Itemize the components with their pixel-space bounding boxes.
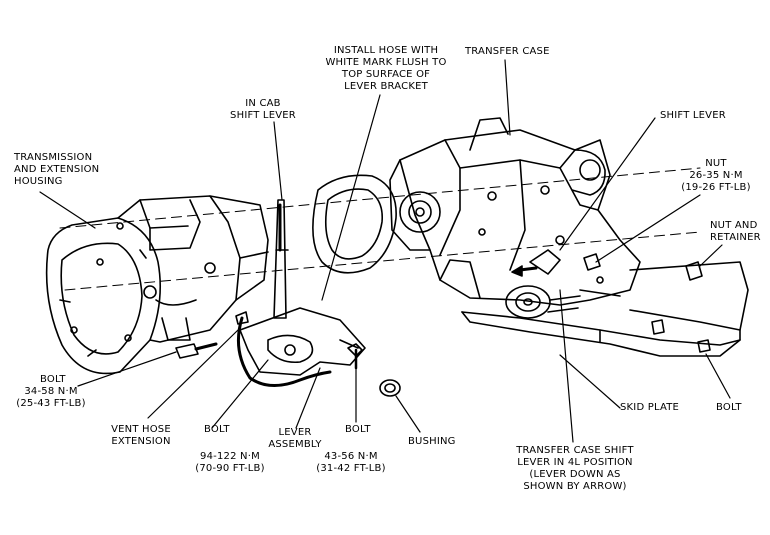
bolt-right-art bbox=[347, 343, 363, 370]
bolt-left-art bbox=[175, 342, 218, 359]
front-output-yoke bbox=[505, 285, 581, 319]
centerline bbox=[59, 167, 701, 291]
label-transmission-housing: TRANSMISSION AND EXTENSION HOUSING bbox=[14, 152, 100, 187]
label-vent-hose-extension: VENT HOSE EXTENSION bbox=[111, 424, 171, 447]
label-lever-assembly: LEVER ASSEMBLY bbox=[268, 427, 322, 450]
transfer-case-lever bbox=[511, 249, 561, 277]
leader-lines bbox=[39, 59, 731, 443]
label-bolt-right: BOLT bbox=[345, 424, 371, 435]
adapter-gasket bbox=[312, 174, 397, 274]
in-cab-shift-lever-rod bbox=[273, 199, 289, 319]
label-bolt-far-right: BOLT bbox=[716, 402, 742, 413]
lever-assembly-art bbox=[239, 307, 366, 376]
vent-hose bbox=[235, 311, 332, 387]
label-nut-torque: NUT 26-35 N·m (19-26 FT-LB) bbox=[681, 158, 751, 193]
label-bolt-center-torque: 94-122 N·m (70-90 FT-LB) bbox=[195, 451, 265, 474]
skid-plate bbox=[461, 261, 749, 357]
label-nut-and-retainer: NUT AND RETAINER bbox=[710, 220, 761, 243]
transmission-housing bbox=[45, 195, 269, 375]
label-bolt-right-torque: 43-56 N·m (31-42 FT-LB) bbox=[316, 451, 386, 474]
label-bolt-center: BOLT bbox=[204, 424, 230, 435]
bushing-art bbox=[379, 379, 401, 397]
label-shift-lever: SHIFT LEVER bbox=[660, 110, 726, 121]
label-in-cab-shift-lever: IN CAB SHIFT LEVER bbox=[230, 98, 296, 121]
label-bushing: BUSHING bbox=[408, 436, 456, 447]
label-bolt-left: BOLT bbox=[40, 374, 66, 385]
bolt-far-right-art bbox=[651, 319, 711, 353]
transfer-case bbox=[389, 117, 641, 306]
nut-retainer-art bbox=[685, 261, 703, 281]
label-bolt-left-torque: 34-58 N·m (25-43 FT-LB) bbox=[16, 386, 86, 409]
label-transfer-case-shift-lever: TRANSFER CASE SHIFT LEVER IN 4L POSITION… bbox=[516, 445, 634, 492]
nut-art bbox=[583, 253, 601, 271]
label-transfer-case: TRANSFER CASE bbox=[465, 46, 550, 57]
label-install-hose: INSTALL HOSE WITH WHITE MARK FLUSH TO TO… bbox=[325, 45, 447, 92]
label-skid-plate: SKID PLATE bbox=[620, 402, 680, 413]
